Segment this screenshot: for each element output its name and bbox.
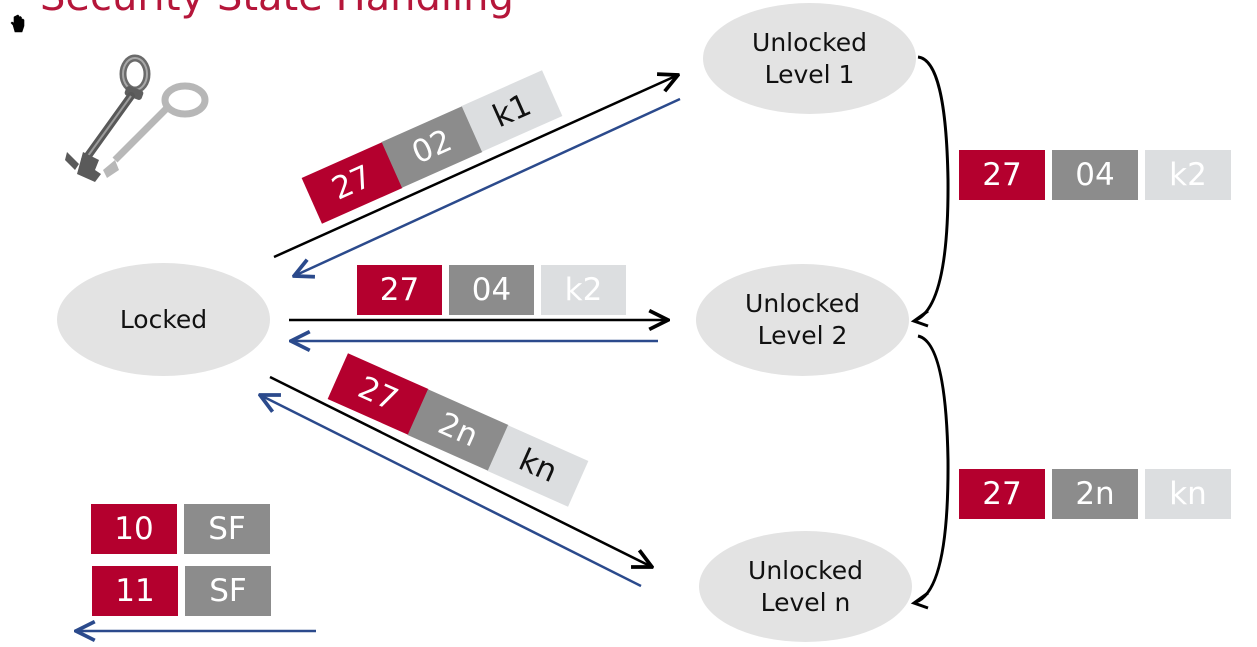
msg-session-sid: 10 — [91, 504, 177, 554]
msg-l2-key: k2 — [541, 265, 626, 315]
msg-reset-sid: 11 — [92, 566, 178, 616]
msg-l2ln-subfunction: 2n — [1052, 469, 1138, 519]
state-unlocked-level2: Unlocked Level 2 — [696, 264, 909, 376]
state-unlocked-level1: Unlocked Level 1 — [703, 3, 916, 114]
message-ecu-reset: 11 SF — [92, 566, 271, 616]
state-unlocked-leveln: Unlocked Level n — [699, 531, 912, 642]
transition-bracket-l1-l2 — [915, 55, 950, 322]
msg-reset-sf: SF — [185, 566, 271, 616]
message-l1-to-l2: 27 04 k2 — [959, 150, 1231, 200]
msg-l2ln-key: kn — [1145, 469, 1231, 519]
key-icon — [65, 54, 209, 182]
state-level1-label: Unlocked Level 1 — [752, 27, 867, 89]
state-leveln-label: Unlocked Level n — [748, 555, 863, 617]
state-locked: Locked — [57, 263, 270, 376]
request-arrow-level1 — [273, 75, 678, 259]
msg-l2-subfunction: 04 — [449, 265, 534, 315]
page-title: Security State Handling — [40, 0, 514, 20]
msg-l2-sid: 27 — [357, 265, 442, 315]
response-arrow-leveln — [260, 395, 642, 588]
transition-bracket-l2-ln — [915, 334, 950, 604]
message-session-control: 10 SF — [91, 504, 270, 554]
message-l2-to-ln: 27 2n kn — [959, 469, 1231, 519]
request-arrow-leveln — [269, 375, 652, 567]
msg-l1l2-key: k2 — [1145, 150, 1231, 200]
msg-l1l2-sid: 27 — [959, 150, 1045, 200]
message-to-level2: 27 04 k2 — [357, 265, 626, 315]
response-arrow-level1 — [294, 97, 681, 276]
msg-session-sf: SF — [184, 504, 270, 554]
msg-l1l2-subfunction: 04 — [1052, 150, 1138, 200]
msg-l2ln-sid: 27 — [959, 469, 1045, 519]
state-level2-label: Unlocked Level 2 — [745, 289, 860, 350]
hand-cursor-icon — [10, 14, 25, 33]
state-locked-label: Locked — [119, 304, 208, 334]
